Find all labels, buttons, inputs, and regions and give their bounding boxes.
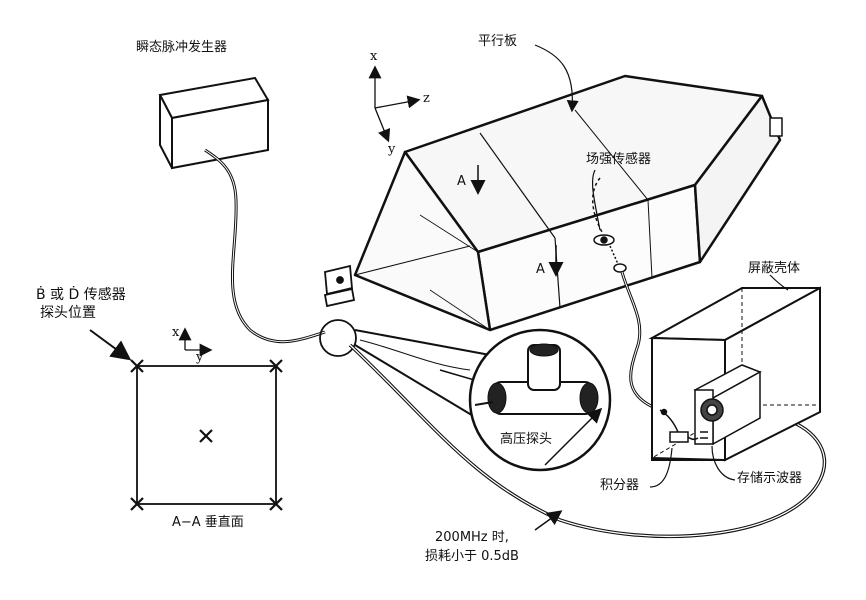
axis-grid-y-label: y bbox=[196, 350, 204, 365]
section-plane-grid bbox=[136, 365, 277, 505]
integrator-box bbox=[659, 408, 699, 443]
generator-cable bbox=[204, 148, 326, 344]
hv-probe-label: 高压探头 bbox=[500, 432, 553, 447]
axis-top-z-label: z bbox=[423, 91, 430, 106]
axis-top-x-label: x bbox=[370, 49, 378, 64]
section-plane-label: A−A 垂直面 bbox=[172, 515, 244, 530]
probe-position-arrow bbox=[89, 329, 132, 361]
long-cable bbox=[348, 343, 827, 539]
pulse-generator-label: 瞬态脉冲发生器 bbox=[136, 40, 228, 55]
hv-probe-zoom bbox=[468, 328, 612, 472]
feed-connector bbox=[319, 264, 357, 357]
grid-markers bbox=[130, 359, 283, 511]
oscilloscope-box bbox=[693, 364, 762, 446]
zoom-leaders bbox=[354, 329, 491, 421]
section-a-arrows bbox=[470, 165, 564, 277]
axis-top-y-label: y bbox=[388, 142, 396, 157]
sensor-probe-label-1: Ḃ 或 Ḋ 传感器 bbox=[36, 287, 126, 303]
axes-grid bbox=[178, 327, 213, 357]
loss-label-1: 200MHz 时, bbox=[435, 530, 509, 545]
label-leaders bbox=[534, 44, 789, 531]
section-a-lower-label: A bbox=[536, 262, 545, 277]
shield-enclosure-label: 屏蔽壳体 bbox=[748, 261, 801, 276]
parallel-plate bbox=[353, 74, 783, 332]
oscilloscope-label: 存储示波器 bbox=[737, 471, 803, 486]
field-sensor-probe bbox=[592, 177, 627, 273]
pulse-generator-box bbox=[158, 76, 270, 170]
section-a-upper-label: A bbox=[457, 174, 466, 189]
parallel-plate-label: 平行板 bbox=[478, 34, 518, 49]
sensor-cable bbox=[620, 271, 661, 412]
field-sensor-label: 场强传感器 bbox=[586, 152, 652, 167]
sensor-probe-label-2: 探头位置 bbox=[40, 305, 96, 321]
axes-top bbox=[368, 65, 421, 143]
axis-grid-x-label: x bbox=[172, 325, 180, 340]
integrator-label: 积分器 bbox=[600, 478, 640, 493]
loss-label-2: 损耗小于 0.5dB bbox=[425, 549, 519, 564]
